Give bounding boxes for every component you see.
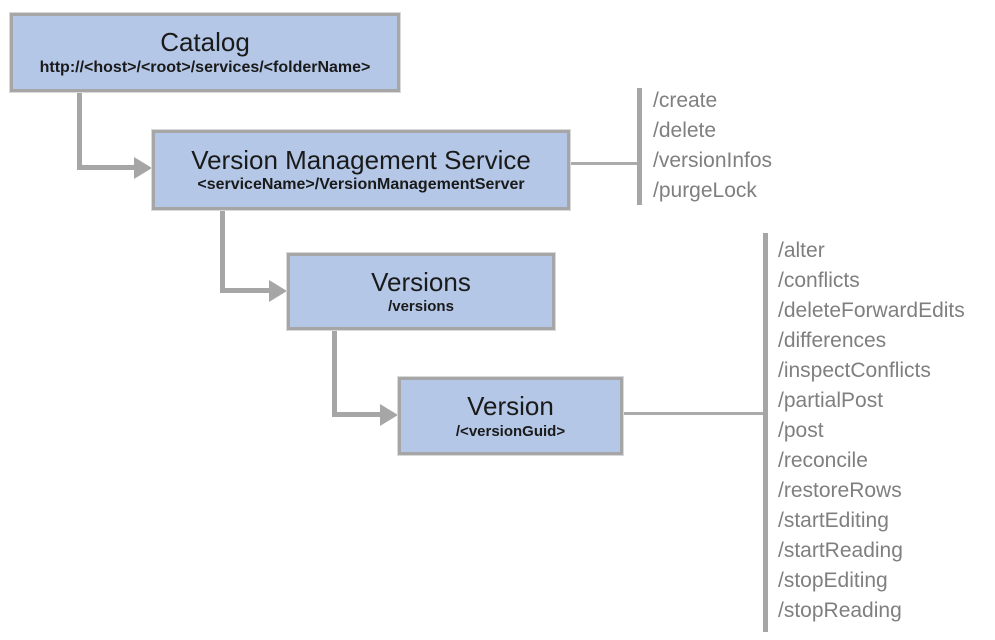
version-operations-bar [763,233,768,632]
node-catalog: Catalog http://<host>/<root>/services/<f… [10,13,400,92]
connector-vms-operations [570,162,638,165]
operation-item: /alter [778,239,825,262]
node-catalog-title: Catalog [160,27,250,58]
version-operations-list: /alter /conflicts /deleteForwardEdits /d… [778,236,965,626]
operation-item: /create [653,89,718,112]
arrow-right-icon [134,157,152,179]
connector-vms-versions-horizontal [220,288,272,293]
node-version: Version /<versionGuid> [398,377,623,455]
node-vms-title: Version Management Service [191,144,531,175]
connector-catalog-vms-vertical [77,92,82,170]
connector-versions-version-horizontal [332,412,382,417]
operation-item: /inspectConflicts [778,359,931,382]
vms-operations-list: /create /delete /versionInfos /purgeLock [653,86,772,206]
operation-item: /startReading [778,539,903,562]
node-versions-title: Versions [371,266,471,297]
operation-item: /reconcile [778,449,868,472]
operation-item: /differences [778,329,887,352]
operation-item: /purgeLock [653,179,757,202]
arrow-right-icon [269,280,287,302]
operation-item: /versionInfos [653,149,773,172]
operation-item: /deleteForwardEdits [778,299,965,322]
node-versions: Versions /versions [287,253,555,330]
connector-vms-versions-vertical [220,210,225,293]
operation-item: /delete [653,119,717,142]
arrow-right-icon [380,404,398,426]
operation-item: /post [778,419,824,442]
connector-version-operations [623,412,763,415]
operation-item: /restoreRows [778,479,902,502]
operation-item: /stopEditing [778,569,888,592]
connector-catalog-vms-horizontal [77,165,137,170]
node-version-subtitle: /<versionGuid> [455,422,566,440]
operation-item: /startEditing [778,509,889,532]
operation-item: /partialPost [778,389,884,412]
operation-item: /conflicts [778,269,860,292]
node-version-management-service: Version Management Service <serviceName>… [152,130,570,210]
vms-operations-bar [637,88,642,205]
operation-item: /stopReading [778,599,902,622]
connector-versions-version-vertical [332,330,337,417]
node-version-title: Version [467,391,554,422]
node-vms-subtitle: <serviceName>/VersionManagementServer [197,176,525,194]
node-catalog-subtitle: http://<host>/<root>/services/<folderNam… [39,58,371,76]
node-versions-subtitle: /versions [388,298,454,316]
